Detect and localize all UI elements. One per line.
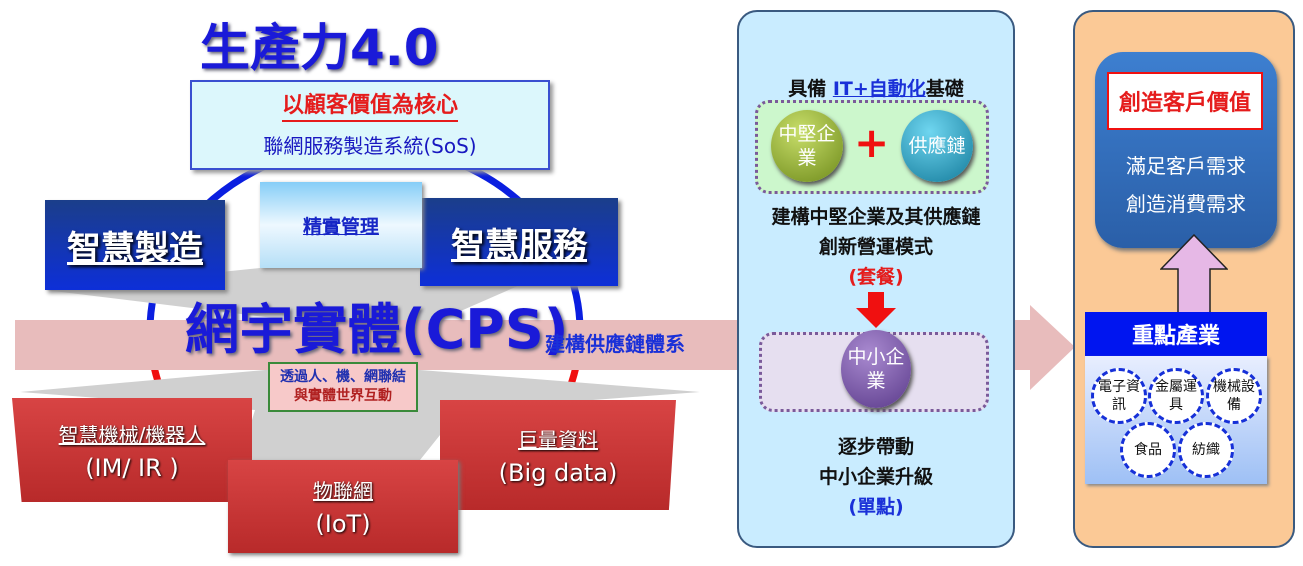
desc-line1: 建構中堅企業及其供應鏈 (771, 206, 981, 228)
lean-management-box: 精實管理 (260, 182, 422, 268)
iot-title: 物聯網 (313, 479, 373, 503)
mid-firm-ball: 中堅企業 (771, 110, 843, 182)
heading-it: IT+自動化 (832, 78, 926, 100)
gray-funnel-bottom (20, 370, 700, 460)
industry-textile: 紡織 (1178, 422, 1234, 478)
up-arrow-icon (1160, 234, 1228, 314)
iot-sub: (IoT) (315, 510, 371, 538)
bigdata-sub: (Big data) (498, 458, 618, 487)
cps-label: 網宇實體(CPS) (185, 298, 569, 361)
industries-area: 電子資訊 金屬運具 機械設備 食品 紡織 (1085, 356, 1267, 484)
supply-chain-label: 建構供應鏈體系 (545, 332, 685, 356)
big-data-box: 巨量資料 (Big data) (440, 400, 676, 510)
it-heading: 具備 IT+自動化基礎 (739, 74, 1013, 101)
desc-line3: 逐步帶動 (837, 436, 914, 458)
need-line1: 滿足客戶需求 (1126, 154, 1246, 178)
right-panel: 創造客戶價值 滿足客戶需求 創造消費需求 重點產業 電子資訊 金屬運具 機械設備… (1073, 10, 1295, 548)
single-label: (單點) (848, 496, 904, 518)
supply-chain-ball: 供應鏈 (901, 110, 973, 182)
iot-box: 物聯網 (IoT) (228, 460, 458, 553)
middle-panel: 具備 IT+自動化基礎 中堅企業 + 供應鏈 建構中堅企業及其供應鏈 創新營運模… (737, 10, 1015, 548)
package-label: (套餐) (848, 266, 904, 288)
smart-manufacturing-box: 智慧製造 (45, 200, 225, 290)
smart-machinery-box: 智慧機械/機器人 (IM/ IR ) (12, 398, 252, 502)
smart-service-box: 智慧服務 (420, 198, 618, 286)
im-sub: (IM/ IR ) (85, 453, 179, 482)
need-line2: 創造消費需求 (1126, 192, 1246, 216)
customer-value-box: 創造客戶價值 滿足客戶需求 創造消費需求 (1095, 52, 1277, 248)
sme-ball: 中小企業 (841, 330, 911, 408)
key-industries-header: 重點產業 (1085, 312, 1267, 356)
industry-metal-vehicles: 金屬運具 (1148, 368, 1204, 424)
hint-line2: 與實體世界互動 (294, 388, 392, 404)
desc-line4: 中小企業升級 (818, 466, 933, 488)
heading-prefix: 具備 (788, 78, 833, 100)
industry-machinery: 機械設備 (1206, 368, 1262, 424)
sos-box: 以顧客價值為核心 聯網服務製造系統(SoS) (190, 80, 550, 170)
im-title: 智慧機械/機器人 (58, 422, 206, 447)
sos-label: 聯網服務製造系統(SoS) (263, 133, 477, 158)
create-customer-value: 創造客戶價值 (1107, 72, 1263, 130)
down-arrow-icon (856, 292, 896, 328)
big-arrow-head (1030, 305, 1075, 390)
interaction-hint-box: 透過人、機、網聯結 與實體世界互動 (268, 362, 418, 412)
customer-value-core: 以顧客價值為核心 (281, 92, 458, 122)
page-title: 生產力4.0 (200, 19, 439, 77)
industry-electronics: 電子資訊 (1091, 368, 1147, 424)
hint-line1: 透過人、機、網聯結 (280, 369, 406, 385)
industry-food: 食品 (1120, 422, 1176, 478)
plus-icon: + (854, 118, 890, 167)
bigdata-title: 巨量資料 (518, 427, 598, 452)
heading-suffix: 基礎 (925, 78, 964, 100)
desc-line2: 創新營運模式 (818, 236, 933, 258)
